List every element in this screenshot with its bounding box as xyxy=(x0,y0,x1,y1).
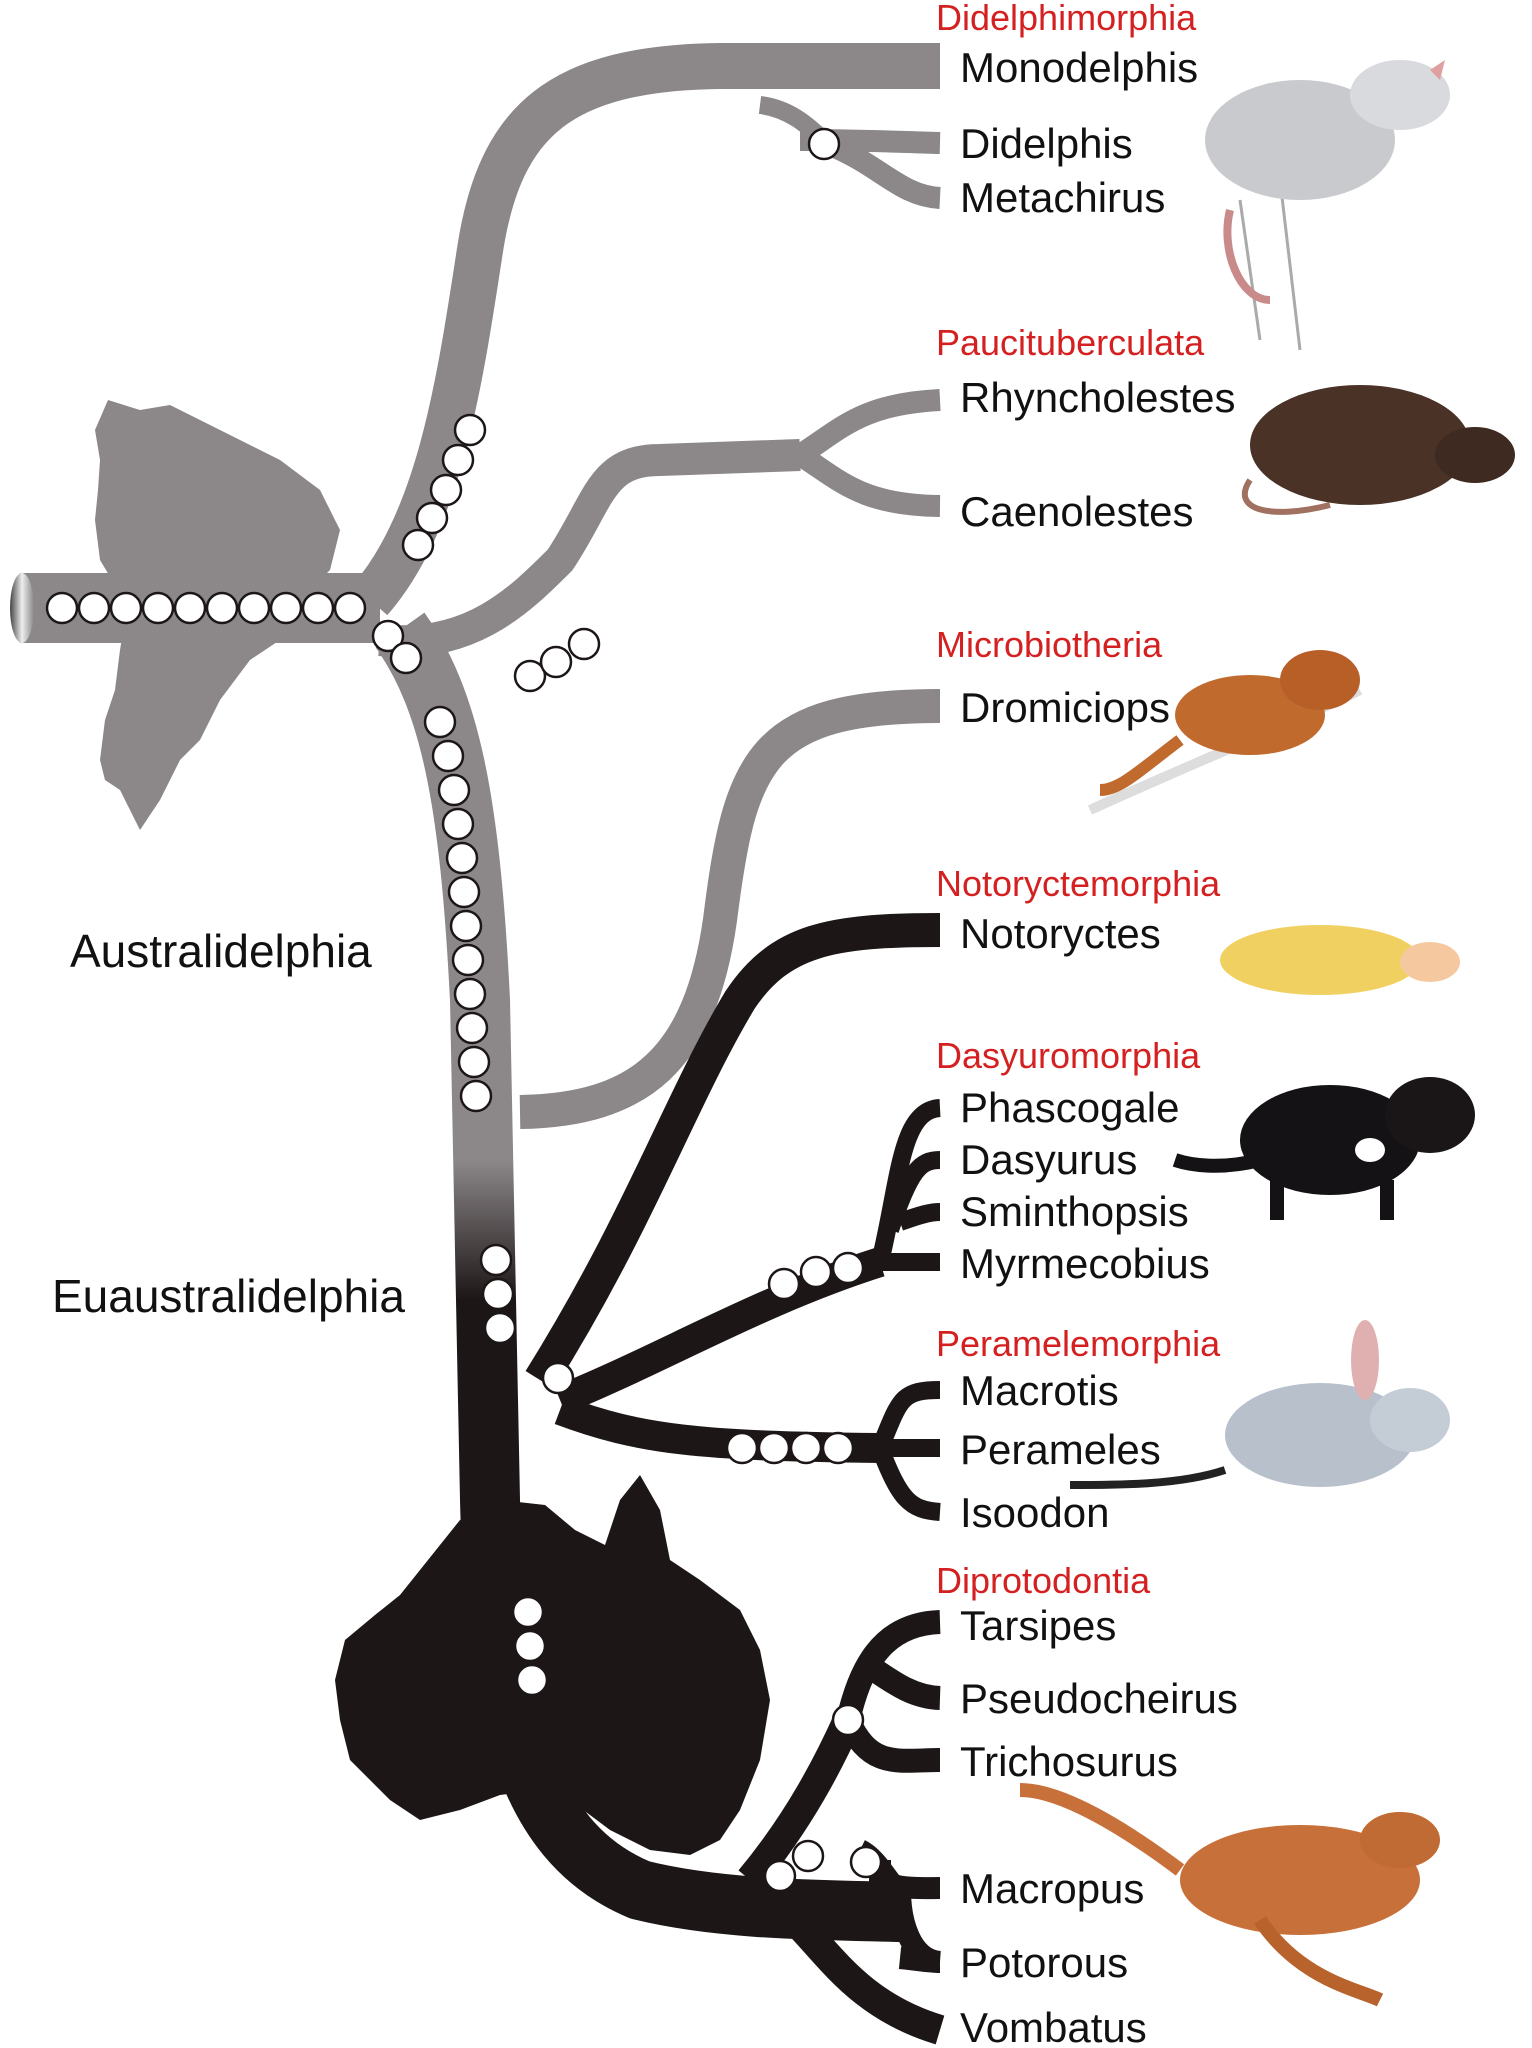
marker-circle xyxy=(173,591,207,625)
opossum-illustration xyxy=(1205,60,1450,351)
genus-label-caenolestes: Caenolestes xyxy=(960,488,1193,535)
genus-label-didelphis: Didelphis xyxy=(960,120,1133,167)
marker-circle xyxy=(513,659,547,693)
marker-circle xyxy=(513,1629,547,1663)
marker-circle xyxy=(445,841,479,875)
genus-label-tarsipes: Tarsipes xyxy=(960,1602,1116,1649)
marker-circle xyxy=(567,627,601,661)
marker-circle xyxy=(483,1311,517,1345)
marker-circle xyxy=(237,591,271,625)
marsupial-mole-illustration xyxy=(1220,925,1460,995)
genus-label-perameles: Perameles xyxy=(960,1426,1161,1473)
marker-circle xyxy=(789,1431,823,1465)
marker-circle xyxy=(541,1361,575,1395)
marker-circle xyxy=(821,1431,855,1465)
genus-label-potorous: Potorous xyxy=(960,1939,1128,1986)
genus-label-myrmecobius: Myrmecobius xyxy=(960,1240,1210,1287)
marker-circle xyxy=(767,1267,801,1301)
marker-circle xyxy=(479,1243,513,1277)
labels: Australidelphia Euaustralidelphia Didelp… xyxy=(52,0,1238,2048)
marker-circle xyxy=(511,1595,545,1629)
marker-circle xyxy=(415,501,449,535)
order-label-paucituberculata: Paucituberculata xyxy=(936,322,1205,363)
marker-circle xyxy=(269,591,303,625)
marker-circle xyxy=(447,875,481,909)
marker-circle xyxy=(515,1663,549,1697)
genus-label-vombatus: Vombatus xyxy=(960,2004,1147,2048)
marker-circle xyxy=(389,641,423,675)
order-label-notoryctemorphia: Notoryctemorphia xyxy=(936,863,1221,904)
synapomorphy-markers xyxy=(45,127,883,1893)
tasmanian-devil-illustration xyxy=(1172,1077,1475,1220)
marker-circle xyxy=(849,1845,883,1879)
marker-circle xyxy=(77,591,111,625)
marker-circle xyxy=(205,591,239,625)
shrew-opossum-illustration xyxy=(1241,385,1515,515)
marker-circle xyxy=(45,591,79,625)
marker-circle xyxy=(451,943,485,977)
marker-circle xyxy=(441,807,475,841)
genus-label-monodelphis: Monodelphis xyxy=(960,44,1198,91)
marker-circle xyxy=(109,591,143,625)
genus-label-notoryctes: Notoryctes xyxy=(960,910,1161,957)
genus-label-pseudocheirus: Pseudocheirus xyxy=(960,1675,1238,1722)
root-cap xyxy=(10,573,34,643)
marker-circle xyxy=(539,645,573,679)
marker-circle xyxy=(401,528,435,562)
marker-circle xyxy=(481,1277,515,1311)
order-label-dasyuromorphia: Dasyuromorphia xyxy=(936,1035,1201,1076)
order-label-didelphimorphia: Didelphimorphia xyxy=(936,0,1197,38)
genus-label-sminthopsis: Sminthopsis xyxy=(960,1188,1189,1235)
marker-circle xyxy=(791,1839,825,1873)
genus-label-dasyurus: Dasyurus xyxy=(960,1136,1137,1183)
genus-label-rhyncholestes: Rhyncholestes xyxy=(960,374,1235,421)
dark-branches xyxy=(525,913,945,2045)
marker-circle xyxy=(441,443,475,477)
marker-circle xyxy=(301,591,335,625)
marker-circle xyxy=(371,619,405,653)
marker-circle xyxy=(449,909,483,943)
australia-silhouette xyxy=(335,1475,770,1855)
genus-label-trichosurus: Trichosurus xyxy=(960,1738,1178,1785)
marker-circle xyxy=(431,739,465,773)
clade-label-euaustralidelphia: Euaustralidelphia xyxy=(52,1270,405,1322)
marker-circle xyxy=(429,473,463,507)
order-label-diprotodontia: Diprotodontia xyxy=(936,1560,1151,1601)
genus-label-dromiciops: Dromiciops xyxy=(960,684,1170,731)
marker-circle xyxy=(763,1859,797,1893)
marker-circle xyxy=(831,1251,865,1285)
order-label-microbiotheria: Microbiotheria xyxy=(936,624,1163,665)
marker-circle xyxy=(799,1255,833,1289)
genus-label-macropus: Macropus xyxy=(960,1865,1144,1912)
clade-label-australidelphia: Australidelphia xyxy=(70,925,372,977)
marker-circle xyxy=(757,1431,791,1465)
marker-circle xyxy=(455,1011,489,1045)
bilby-illustration xyxy=(1069,1320,1450,1489)
genus-label-isoodon: Isoodon xyxy=(960,1489,1109,1536)
kangaroo-illustration xyxy=(1019,1783,1440,2007)
marker-circle xyxy=(437,773,471,807)
monito-del-monte-illustration xyxy=(1087,650,1363,815)
genus-label-macrotis: Macrotis xyxy=(960,1367,1119,1414)
order-label-peramelemorphia: Peramelemorphia xyxy=(936,1323,1221,1364)
genus-label-phascogale: Phascogale xyxy=(960,1084,1180,1131)
marker-circle xyxy=(457,1045,491,1079)
marker-circle xyxy=(453,413,487,447)
marker-circle xyxy=(141,591,175,625)
marker-circle xyxy=(423,705,457,739)
marker-circle xyxy=(831,1703,865,1737)
genus-label-metachirus: Metachirus xyxy=(960,174,1165,221)
marker-circle xyxy=(453,977,487,1011)
marker-circle xyxy=(807,127,841,161)
marker-circle xyxy=(459,1079,493,1113)
marker-circle xyxy=(725,1431,759,1465)
marker-circle xyxy=(333,591,367,625)
